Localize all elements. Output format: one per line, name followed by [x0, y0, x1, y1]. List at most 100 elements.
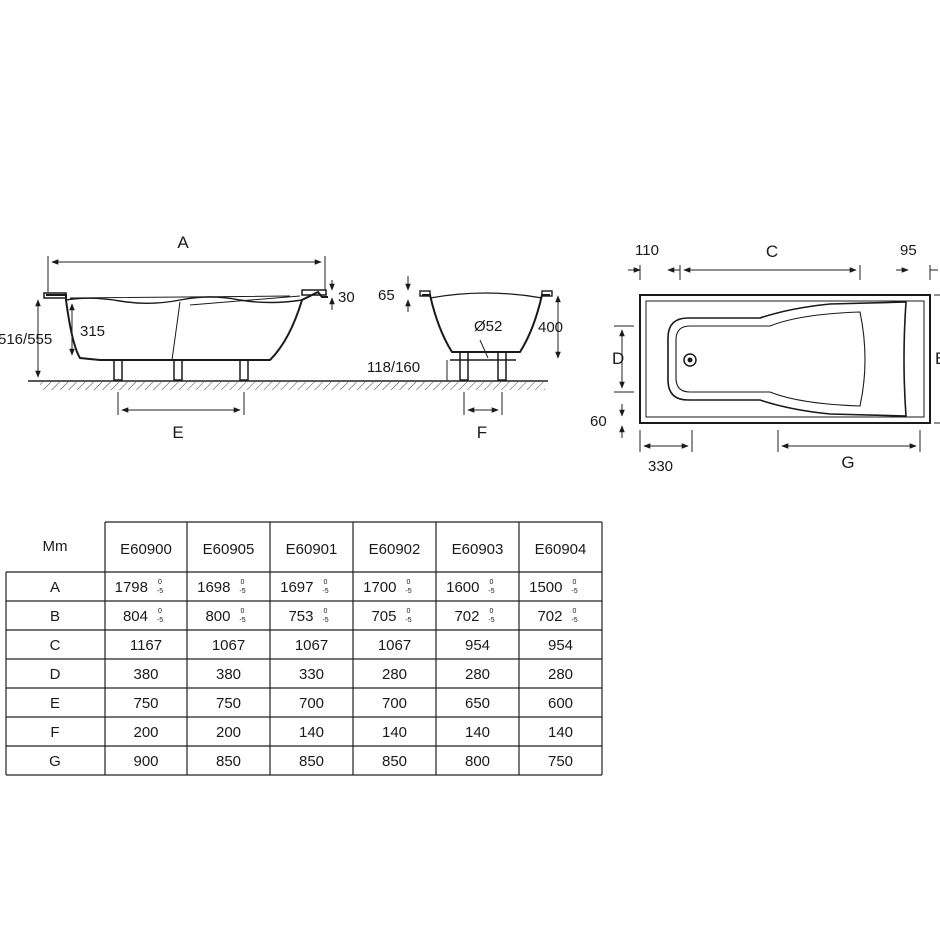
tolerance-upper: 0 — [490, 608, 494, 615]
table-cell: 1067 — [378, 637, 411, 654]
label-drain: Ø52 — [474, 318, 502, 335]
table-cell: 900 — [133, 753, 158, 770]
dim-height: 516/555 — [0, 299, 52, 378]
table-cell: 850 — [216, 753, 241, 770]
end-rim-right — [541, 290, 553, 297]
label-g: G — [841, 453, 854, 472]
table-cell: 705 — [371, 608, 396, 625]
table-column-header: E60904 — [535, 541, 587, 558]
tolerance-upper: 0 — [158, 579, 162, 586]
label-65: 65 — [378, 287, 395, 304]
tolerance-lower: -5 — [322, 588, 328, 595]
tolerance-lower: -5 — [405, 588, 411, 595]
table-cell: 1700 — [363, 579, 396, 596]
dim-315: 315 — [69, 303, 105, 356]
tolerance-upper: 0 — [407, 608, 411, 615]
tub-rim-wave — [65, 296, 303, 304]
tolerance-lower: -5 — [571, 617, 577, 624]
tolerance-upper: 0 — [324, 608, 328, 615]
table-cell: 140 — [465, 724, 490, 741]
table-cell: 804 — [123, 608, 148, 625]
label-60: 60 — [590, 413, 607, 430]
table-column-header: E60902 — [369, 541, 421, 558]
label-d: D — [612, 349, 624, 368]
table-cell: 1067 — [295, 637, 328, 654]
table-cell: 800 — [205, 608, 230, 625]
table-cell: 1167 — [130, 637, 162, 654]
side-legs — [104, 359, 256, 381]
tolerance-upper: 0 — [324, 579, 328, 586]
dim-drain: Ø52 — [474, 318, 502, 359]
table-corner-label: Mm — [43, 538, 68, 555]
table-cell: 380 — [133, 666, 158, 683]
table-row-label: F — [50, 724, 59, 741]
table-cell: 140 — [548, 724, 573, 741]
dim-c: C — [679, 242, 861, 280]
table-cell: 753 — [288, 608, 313, 625]
table-cell: 650 — [465, 695, 490, 712]
table-column-header: E60905 — [203, 541, 255, 558]
tub-side-outline — [46, 290, 328, 361]
table-cell: 954 — [548, 637, 573, 654]
table-cell: 1600 — [446, 579, 479, 596]
label-a: A — [177, 233, 189, 252]
tolerance-lower: -5 — [488, 617, 494, 624]
dim-65: 65 — [378, 276, 411, 312]
label-330: 330 — [648, 458, 673, 475]
table-cell: 280 — [382, 666, 407, 683]
table-row-label: D — [50, 666, 61, 683]
tub-top-inner-frame — [645, 300, 925, 418]
table-cell: 140 — [382, 724, 407, 741]
label-95: 95 — [900, 242, 917, 259]
tolerance-lower: -5 — [157, 588, 163, 595]
table-cell: 700 — [382, 695, 407, 712]
tolerance-lower: -5 — [239, 588, 245, 595]
table-cell: 200 — [216, 724, 241, 741]
table-column-header: E60901 — [286, 541, 338, 558]
table-cell: 600 — [548, 695, 573, 712]
table-cell: 702 — [537, 608, 562, 625]
table-cell: 140 — [299, 724, 324, 741]
dim-60: 60 — [590, 404, 625, 438]
side-view: A 30 315 516/555 E — [0, 233, 548, 442]
table-cell: 1698 — [197, 579, 230, 596]
tub-basin-outline — [667, 301, 907, 417]
end-view: 65 400 Ø52 118/160 F — [367, 276, 563, 442]
tolerance-upper: 0 — [158, 608, 162, 615]
end-rim-left — [419, 290, 431, 297]
dim-30: 30 — [329, 280, 355, 310]
tolerance-upper: 0 — [573, 608, 577, 615]
dim-110: 110 — [628, 242, 680, 280]
tolerance-upper: 0 — [573, 579, 577, 586]
dim-400: 400 — [538, 295, 563, 359]
table-cell: 700 — [299, 695, 324, 712]
table-row-label: B — [50, 608, 60, 625]
label-legs-height: 118/160 — [367, 359, 420, 376]
table-cell: 1500 — [529, 579, 562, 596]
tolerance-lower: -5 — [157, 617, 163, 624]
table-cell: 380 — [216, 666, 241, 683]
label-e: E — [172, 423, 183, 442]
table-cell: 1697 — [280, 579, 313, 596]
label-b: B — [935, 349, 940, 368]
table-cell: 1798 — [115, 579, 148, 596]
tolerance-lower: -5 — [239, 617, 245, 624]
table-cell: 280 — [465, 666, 490, 683]
table-cell: 750 — [548, 753, 573, 770]
dim-legs-height: 118/160 — [367, 359, 448, 381]
floor-hatch — [40, 382, 545, 390]
top-view: C 110 95 D B — [590, 242, 940, 475]
dim-d: D — [612, 325, 634, 393]
tolerance-upper: 0 — [407, 579, 411, 586]
tub-inner-line — [69, 295, 301, 361]
tolerance-lower: -5 — [571, 588, 577, 595]
tolerance-upper: 0 — [241, 579, 245, 586]
tub-top-outline — [639, 294, 931, 424]
tolerance-upper: 0 — [241, 608, 245, 615]
table-cell: 280 — [548, 666, 573, 683]
tolerance-lower: -5 — [488, 588, 494, 595]
table-row-label: A — [50, 579, 60, 596]
label-30: 30 — [338, 289, 355, 306]
